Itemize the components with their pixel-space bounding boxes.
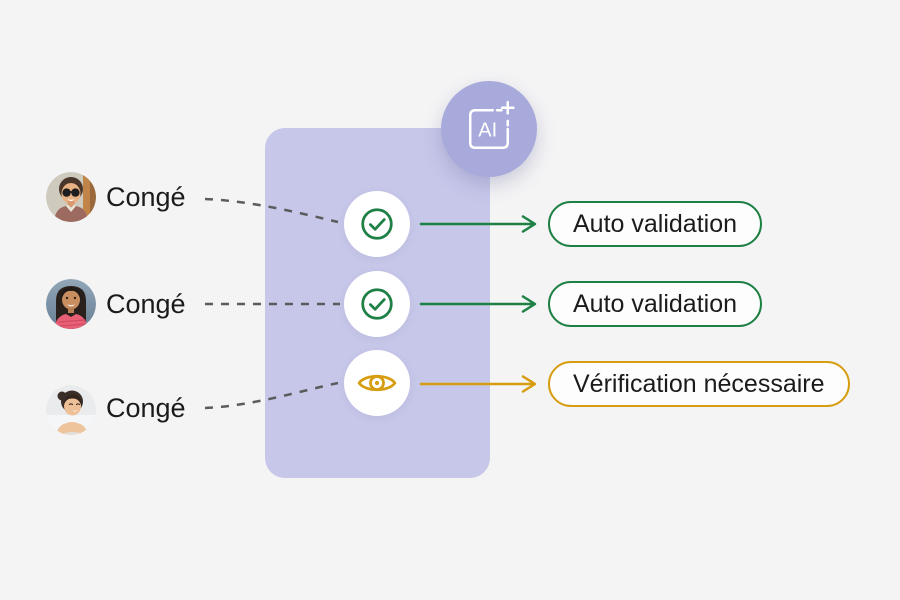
- result-pill-approved: Auto validation: [548, 201, 763, 247]
- result-pill-review: Vérification nécessaire: [548, 361, 850, 407]
- result-pill-label: Auto validation: [573, 289, 738, 318]
- result-pill-label: Vérification nécessaire: [573, 369, 825, 398]
- check-circle-icon: [361, 288, 393, 320]
- leave-request-label: Congé: [106, 182, 186, 212]
- eye-icon: [357, 374, 397, 392]
- status-circle-approved: [344, 191, 410, 257]
- ai-badge: AI: [441, 81, 537, 177]
- status-circle-approved: [344, 271, 410, 337]
- check-circle-icon: [361, 208, 393, 240]
- smiling-woman-photo: [46, 279, 96, 329]
- avatar: [46, 385, 96, 435]
- avatar: [46, 279, 96, 329]
- badge-label: AI: [478, 120, 497, 142]
- avatar: [46, 172, 96, 222]
- ai-plus-icon: AI: [469, 100, 515, 149]
- woman-looking-aside-photo: [46, 385, 96, 435]
- leave-request-label: Congé: [106, 289, 186, 319]
- leave-request-label: Congé: [106, 393, 186, 423]
- man-with-sunglasses-photo: [46, 172, 96, 222]
- result-pill-label: Auto validation: [573, 209, 738, 238]
- result-pill-approved: Auto validation: [548, 281, 763, 327]
- status-circle-review: [344, 350, 410, 416]
